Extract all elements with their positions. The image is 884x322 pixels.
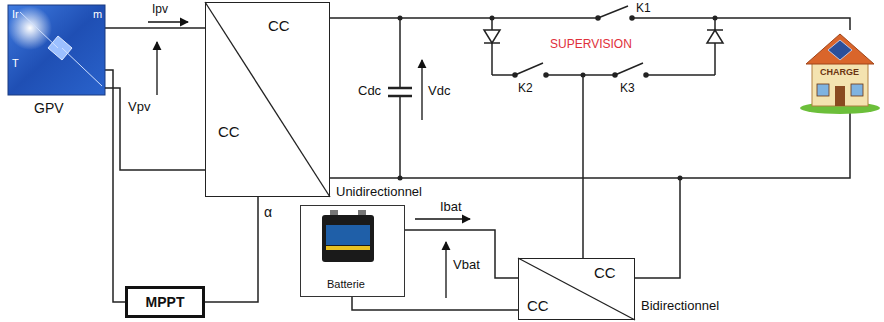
switch-name: K1 (636, 2, 651, 16)
house-picture (800, 34, 880, 114)
capacitor-symbol (388, 18, 412, 178)
signal-name: Vbat (453, 258, 480, 273)
battery-box: Batterie (300, 205, 405, 297)
wire-connector (205, 197, 258, 302)
dc-bus-wire (330, 177, 680, 179)
pv-panel-picture (48, 36, 72, 60)
house-picture (835, 86, 845, 106)
mppt-box: MPPT (125, 286, 205, 318)
diode-symbol (714, 18, 716, 75)
current-voltage-arrow (415, 218, 470, 219)
switch-symbol (630, 16, 634, 20)
switch-symbol (596, 16, 600, 20)
diode-symbol (707, 30, 723, 43)
wire-connector (405, 230, 518, 278)
converter-box: CCCCUnidirectionnel (205, 2, 330, 197)
pv-generator: Ir mT GPV (8, 5, 105, 123)
junction-dot (398, 176, 403, 181)
converter-diagonal (518, 258, 635, 320)
converter-box: CCCCBidirectionnel (518, 258, 635, 320)
wire-connector (105, 70, 125, 302)
current-voltage-arrow (421, 60, 422, 120)
junction-dot (490, 16, 495, 21)
house-picture (828, 40, 852, 60)
converter-type: CC (527, 297, 549, 314)
house-picture (812, 62, 868, 106)
diode-symbol (484, 18, 723, 75)
diode-symbol (491, 18, 493, 75)
switch-symbol (646, 74, 715, 76)
converter-diagonal (205, 2, 635, 320)
switch-symbol (492, 74, 515, 76)
junction-dot (713, 16, 718, 21)
diode-symbol (707, 29, 723, 31)
switch-symbol (513, 73, 517, 77)
signal-name: Vpv (128, 100, 150, 115)
pv-return-wire (105, 88, 205, 170)
block-label: MPPT (146, 294, 185, 310)
pv-panel-picture (62, 48, 102, 86)
sensor-label: Ir (12, 8, 19, 21)
switch-name: K3 (620, 82, 635, 96)
component-label: Unidirectionnel (336, 185, 422, 200)
diode-symbol (484, 42, 500, 44)
current-voltage-arrow (148, 21, 188, 22)
converter-diagonal (205, 2, 330, 197)
switch-symbol (613, 73, 617, 77)
component-label: GPV (34, 100, 64, 116)
battery-picture (322, 215, 374, 262)
converter-type: CC (218, 123, 240, 140)
wire-connector (105, 27, 205, 29)
battery-picture (326, 246, 370, 250)
wire-connector (635, 112, 850, 278)
pv-return-wire (105, 88, 205, 170)
switch-symbol (615, 63, 643, 75)
house-picture (806, 34, 874, 64)
junction-dot (398, 16, 718, 181)
capacitor-symbol (399, 18, 401, 88)
converter-type: CC (268, 17, 290, 34)
house-picture (817, 84, 829, 96)
signal-name: Ibat (440, 200, 462, 215)
sensor-label: m (93, 8, 102, 21)
component-label: Bidirectionnel (641, 299, 719, 314)
component-name: Cdc (358, 84, 381, 99)
switch-symbol (492, 6, 715, 77)
battery-picture (326, 225, 370, 245)
junction-dot (581, 73, 586, 78)
capacitor-symbol (399, 96, 401, 178)
converter-type: CC (594, 264, 616, 281)
signal-name: α (264, 204, 272, 220)
junction-dot (678, 176, 683, 181)
house-picture (851, 84, 863, 96)
pv-panel-picture (8, 5, 105, 95)
junction-dot (398, 16, 403, 21)
switch-name: K2 (518, 82, 533, 96)
dc-bus-wire (330, 75, 680, 310)
switch-symbol (515, 63, 543, 75)
component-label: CHARGE (820, 67, 859, 77)
switch-symbol (597, 13, 633, 23)
dc-bus-wire (352, 297, 518, 310)
pv-panel-picture (20, 12, 58, 48)
component-label: Batterie (327, 278, 365, 291)
pv-panel-picture (8, 5, 105, 95)
signal-name: Ipv (152, 3, 168, 17)
signal-name: Vdc (428, 84, 450, 99)
diode-symbol (484, 30, 500, 43)
current-voltage-arrow (148, 22, 470, 298)
dc-bus-wire (582, 75, 584, 258)
current-voltage-arrow (445, 242, 446, 298)
current-voltage-arrow (156, 42, 157, 95)
capacitor-symbol (388, 87, 412, 90)
block-title: SUPERVISION (550, 38, 632, 52)
load-house: CHARGE (800, 30, 880, 112)
sensor-label: T (12, 57, 19, 70)
wire-connector (330, 18, 850, 30)
pv-panel-picture (8, 6, 52, 50)
switch-symbol (598, 6, 628, 18)
battery-picture (322, 210, 374, 262)
